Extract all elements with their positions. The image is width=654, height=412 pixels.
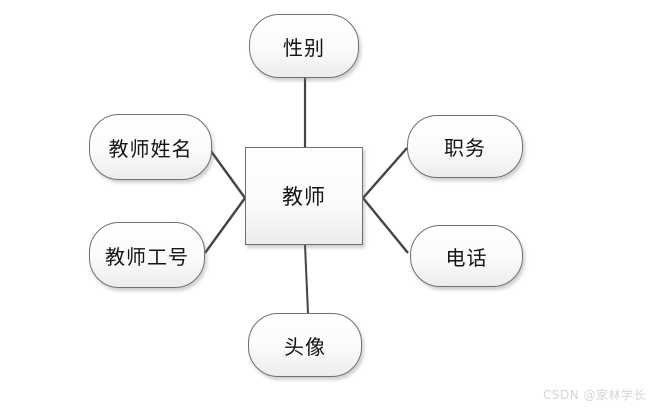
attribute-label: 职务 xyxy=(444,136,486,160)
attribute-node-avatar: 头像 xyxy=(248,313,362,377)
attribute-label: 头像 xyxy=(284,334,326,359)
attribute-node-gender: 性别 xyxy=(249,14,359,78)
attribute-label: 教师姓名 xyxy=(108,136,193,161)
attribute-node-teacher-name: 教师姓名 xyxy=(89,114,212,180)
entity-node-teacher: 教师 xyxy=(245,147,363,245)
attribute-node-position: 职务 xyxy=(407,115,523,178)
attribute-node-teacher-id: 教师工号 xyxy=(89,222,205,288)
connector-avatar xyxy=(304,244,309,314)
attribute-label: 教师工号 xyxy=(105,244,189,269)
attribute-node-phone: 电话 xyxy=(410,225,523,287)
connector-phone xyxy=(362,197,409,254)
connector-teacher-name xyxy=(207,146,246,199)
attribute-label: 电话 xyxy=(445,245,488,270)
entity-label: 教师 xyxy=(282,185,326,209)
attribute-label: 性别 xyxy=(283,35,325,60)
connector-teacher-id xyxy=(204,197,246,254)
csdn-watermark: CSDN @家林学长 xyxy=(542,388,646,402)
connector-position xyxy=(362,147,408,199)
